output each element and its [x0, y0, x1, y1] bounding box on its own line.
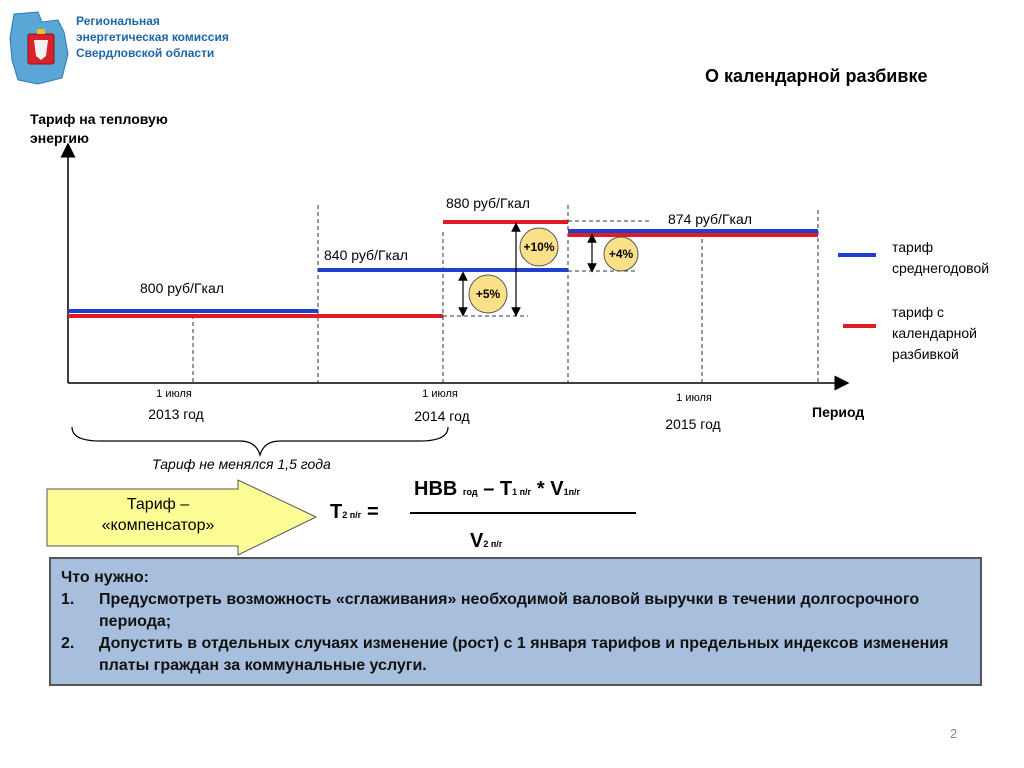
date-label-2014: 1 июля [422, 388, 458, 400]
requirement-number-2: 2. [61, 635, 75, 652]
legend-blue-line-2: среднегодовой [892, 260, 990, 276]
org-name-line-3: Свердловской области [76, 46, 215, 60]
formula-t1: Т [499, 478, 513, 500]
formula-equals: = [366, 501, 379, 523]
region-map-logo [9, 11, 69, 85]
requirement-number-1: 1. [61, 591, 75, 608]
formula-dash: – [483, 478, 495, 500]
price-label-880: 880 руб/Гкал [446, 195, 530, 211]
y-axis-label: Тариф на тепловую энергию [30, 110, 168, 148]
price-label-800: 800 руб/Гкал [140, 280, 224, 296]
tariff-diagram [46, 142, 876, 556]
legend-blue-line-1: тариф [892, 239, 934, 255]
formula-nvv: НВВ [414, 478, 458, 500]
date-label-2015: 1 июля [676, 392, 712, 404]
x-axis-label: Период [812, 404, 865, 420]
requirements-box: Что нужно: 1. Предусмотреть возможность … [49, 557, 982, 686]
price-label-840: 840 руб/Гкал [324, 247, 408, 263]
requirement-item-2: 2. Допустить в отдельных случаях изменен… [61, 633, 970, 677]
brace-caption: Тариф не менялся 1,5 года [152, 456, 331, 472]
requirements-heading: Что нужно: [61, 569, 149, 586]
formula-t1-sub: 1 п/г [512, 487, 532, 497]
compensator-line-2: «компенсатор» [101, 517, 215, 534]
badge-plus-10-label: +10% [523, 240, 555, 254]
formula-v1-sub: 1п/г [563, 487, 581, 497]
price-label-874: 874 руб/Гкал [668, 211, 752, 227]
y-axis-label-line-1: Тариф на тепловую [30, 111, 168, 127]
formula-denominator: V2 п/г [470, 530, 503, 553]
compensator-arrow-label: Тариф – «компенсатор» [58, 494, 258, 536]
legend-red-line-2: календарной [892, 325, 977, 341]
y-axis-label-line-2: энергию [30, 130, 89, 146]
year-label-2013: 2013 год [148, 406, 204, 422]
compensator-line-1: Тариф – [126, 496, 190, 513]
formula-v2-sub: 2 п/г [483, 539, 503, 549]
badge-plus-4 [603, 236, 639, 272]
formula-lhs-sub: 2 п/г [342, 510, 362, 520]
requirement-text-2: Допустить в отдельных случаях изменение … [99, 635, 949, 674]
formula-lhs-t: Т [330, 501, 343, 523]
formula-mul: * [536, 478, 545, 500]
requirement-text-1: Предусмотреть возможность «сглаживания» … [99, 591, 920, 630]
legend-red-line-3: разбивкой [892, 346, 959, 362]
badge-plus-10 [519, 227, 559, 267]
legend-red-line-1: тариф с [892, 304, 945, 320]
badge-plus-5 [468, 274, 508, 314]
compensator-arrow-shape [46, 479, 318, 556]
org-name-line-1: Региональная [76, 14, 160, 28]
page-number: 2 [950, 726, 958, 741]
legend-red-label: тариф с календарной разбивкой [892, 302, 977, 365]
org-name-line-2: энергетическая комиссия [76, 30, 229, 44]
requirement-item-1: 1. Предусмотреть возможность «сглаживани… [61, 589, 970, 633]
legend-blue-label: тариф среднегодовой [892, 237, 989, 279]
curly-brace [71, 426, 449, 458]
formula-v2: V [470, 530, 484, 552]
coat-of-arms-icon [27, 29, 55, 65]
badge-plus-4-label: +4% [608, 247, 634, 261]
date-label-2013: 1 июля [156, 388, 192, 400]
year-label-2015: 2015 год [665, 416, 721, 432]
formula-v1: V [550, 478, 564, 500]
formula-nvv-sub: год [462, 487, 478, 497]
badge-plus-5-label: +5% [475, 287, 501, 301]
slide-title: О календарной разбивке [705, 66, 928, 86]
formula-lhs: Т2 п/г = [330, 501, 379, 524]
formula-numerator: НВВ год – Т1 п/г * V1п/г [414, 478, 580, 501]
year-label-2014: 2014 год [414, 408, 470, 424]
